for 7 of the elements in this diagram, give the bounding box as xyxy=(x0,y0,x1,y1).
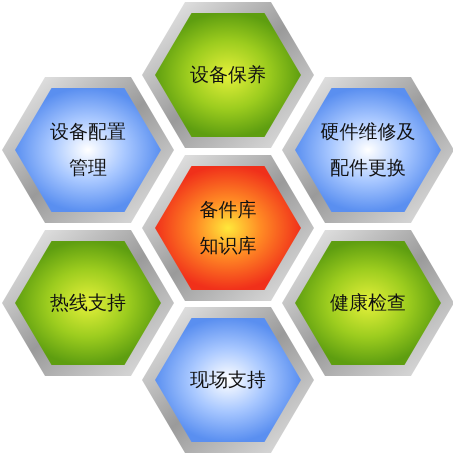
tile-label: 设备保养 xyxy=(189,63,267,88)
tile-label: 设备配置管理 xyxy=(49,120,127,181)
tile-label: 健康检查 xyxy=(329,291,407,316)
tile-label: 现场支持 xyxy=(189,368,267,393)
tile-label: 备件库知识库 xyxy=(198,198,258,259)
tile-label: 热线支持 xyxy=(49,291,127,316)
tile-label: 硬件维修及配件更换 xyxy=(320,120,416,181)
